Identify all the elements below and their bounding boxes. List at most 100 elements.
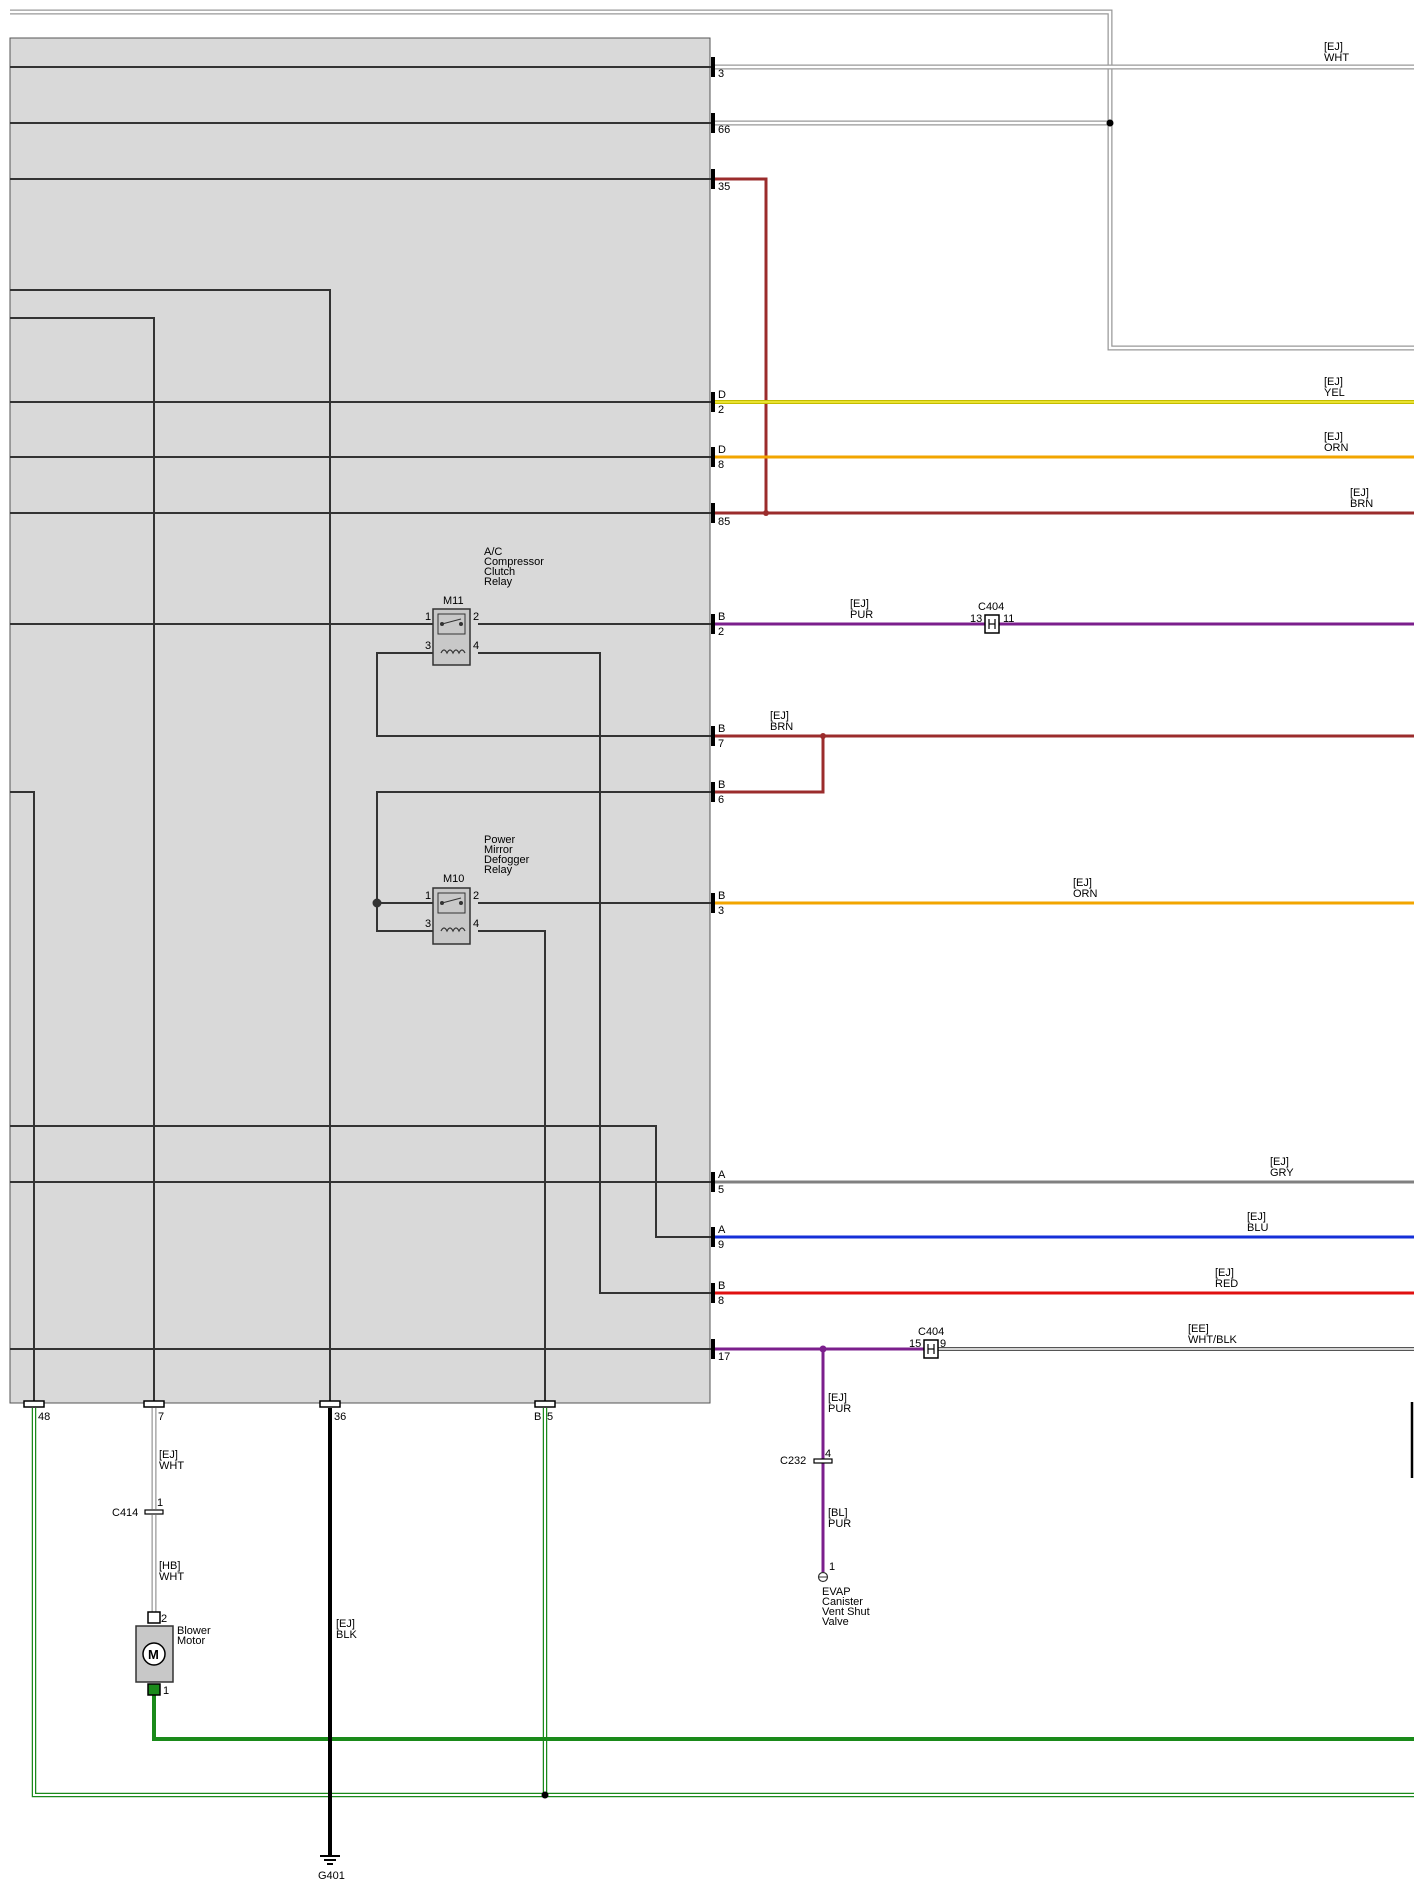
bottom-edge-terminals (23, 1400, 556, 1408)
pin-b2-number: 2 (718, 626, 724, 638)
label-brn-85-2: BRN (1350, 498, 1373, 510)
pin-66: 66 (718, 124, 730, 136)
label-orn-b3-2: ORN (1073, 888, 1098, 900)
relay-m11-pin-4: 4 (473, 640, 479, 652)
blower-motor-symbol: M (148, 1647, 159, 1662)
label-blk-36-1: [EJ] (336, 1618, 355, 1630)
c404-upper-right-pin: 11 (1003, 613, 1014, 625)
evap-title-1: EVAP (822, 1586, 851, 1598)
label-gry-1: [EJ] (1270, 1156, 1289, 1168)
pin-3: 3 (718, 68, 724, 80)
module-body (9, 37, 711, 1404)
label-wht-top-2: WHT (1324, 52, 1349, 64)
c404-lower-name: C404 (918, 1326, 944, 1338)
label-red-1: [EJ] (1215, 1267, 1234, 1279)
blower-pin-bottom: 1 (163, 1685, 169, 1697)
relay-m11-id: M11 (443, 595, 464, 607)
wire-grn-solid (152, 1692, 1414, 1741)
pin-17: 17 (718, 1351, 730, 1363)
connector-c404-lower: C404 15 9 (909, 1326, 946, 1359)
relay-m11-title-1: A/C (484, 546, 502, 558)
pin-48: 48 (38, 1411, 50, 1423)
blower-title-2: Motor (177, 1635, 205, 1647)
c404-lower-right-pin: 9 (940, 1338, 946, 1350)
wire-grn-double (31, 1408, 1414, 1799)
pin-7: 7 (158, 1411, 164, 1423)
label-pur-17-2: PUR (828, 1403, 851, 1415)
wire-brn-b6 (713, 736, 825, 794)
label-wht-blk-2: WHT/BLK (1188, 1334, 1238, 1346)
relay-m10-id: M10 (443, 873, 464, 885)
relay-m10-pin-4: 4 (473, 918, 479, 930)
c232-name: C232 (780, 1455, 806, 1467)
relay-m11: A/C Compressor Clutch Relay M11 1 2 3 4 (425, 546, 544, 666)
ground-g401-label: G401 (318, 1870, 345, 1882)
relay-m10-title-4: Relay (484, 864, 513, 876)
relay-m10-title-1: Power (484, 834, 516, 846)
label-blu-2: BLU (1247, 1222, 1268, 1234)
relay-m11-pin-1: 1 (425, 611, 431, 623)
label-yel-2: YEL (1324, 387, 1345, 399)
connector-c232: C232 4 (780, 1448, 833, 1467)
label-pur-b2-1: [EJ] (850, 598, 869, 610)
pin-d8-letter: D (718, 444, 726, 456)
pin-b2-letter: B (718, 611, 725, 623)
label-gry-2: GRY (1270, 1167, 1294, 1179)
relay-m11-title-3: Clutch (484, 566, 515, 578)
label-orn-d8-1: [EJ] (1324, 431, 1343, 443)
c414-pin: 1 (157, 1497, 163, 1509)
pin-b7-number: 7 (718, 738, 724, 750)
label-wht-hb-1: [HB] (159, 1560, 180, 1572)
pin-35: 35 (718, 181, 730, 193)
pin-d8-number: 8 (718, 459, 724, 471)
pin-a5-letter: A (718, 1169, 726, 1181)
right-edge-terminals (711, 57, 715, 1359)
evap-title-4: Valve (822, 1616, 849, 1628)
label-pur-b2-2: PUR (850, 609, 873, 621)
label-wht-7-2: WHT (159, 1460, 184, 1472)
c404-upper-left-pin: 13 (970, 613, 982, 625)
evap-title-3: Vent Shut (822, 1606, 870, 1618)
connector-c414: C414 1 (112, 1497, 164, 1519)
blower-title-1: Blower (177, 1625, 211, 1637)
c404-upper-name: C404 (978, 601, 1004, 613)
pin-b8-letter: B (718, 1280, 725, 1292)
relay-m10-title-2: Mirror (484, 844, 513, 856)
pin-5: 5 (547, 1411, 553, 1423)
label-wht-top-1: [EJ] (1324, 41, 1343, 53)
module-internal-wiring (10, 66, 713, 1403)
label-pur-bl-1: [BL] (828, 1507, 848, 1519)
c414-name: C414 (112, 1507, 138, 1519)
label-red-2: RED (1215, 1278, 1238, 1290)
c232-pin: 4 (825, 1448, 831, 1460)
pin-b3-number: 3 (718, 905, 724, 917)
label-pur-bl-2: PUR (828, 1518, 851, 1530)
label-brn-b7-1: [EJ] (770, 710, 789, 722)
label-orn-b3-1: [EJ] (1073, 877, 1092, 889)
evap-canister-vent-shut-valve: 1 EVAP Canister Vent Shut Valve (817, 1561, 870, 1628)
blower-motor: 2 M 1 Blower Motor (135, 1611, 211, 1697)
pin-a9-letter: A (718, 1224, 726, 1236)
pin-d2-number: 2 (718, 404, 724, 416)
label-wht-hb-2: WHT (159, 1571, 184, 1583)
pin-b8-number: 8 (718, 1295, 724, 1307)
c404-lower-left-pin: 15 (909, 1338, 921, 1350)
pin-b6-letter: B (718, 779, 725, 791)
blower-pin-top: 2 (161, 1613, 167, 1625)
relay-m11-pin-2: 2 (473, 611, 479, 623)
pin-a9-number: 9 (718, 1239, 724, 1251)
label-blu-1: [EJ] (1247, 1211, 1266, 1223)
pin-b3-letter: B (718, 890, 725, 902)
evap-pin: 1 (829, 1561, 835, 1573)
relay-m11-title-4: Relay (484, 576, 513, 588)
relay-m10-title-3: Defogger (484, 854, 530, 866)
label-yel-1: [EJ] (1324, 376, 1343, 388)
pin-b7-letter: B (718, 723, 725, 735)
relay-m10-pin-1: 1 (425, 890, 431, 902)
pin-36: 36 (334, 1411, 346, 1423)
label-pur-17-1: [EJ] (828, 1392, 847, 1404)
label-blk-36-2: BLK (336, 1629, 357, 1641)
label-orn-d8-2: ORN (1324, 442, 1349, 454)
ground-g401: G401 (318, 1855, 345, 1882)
